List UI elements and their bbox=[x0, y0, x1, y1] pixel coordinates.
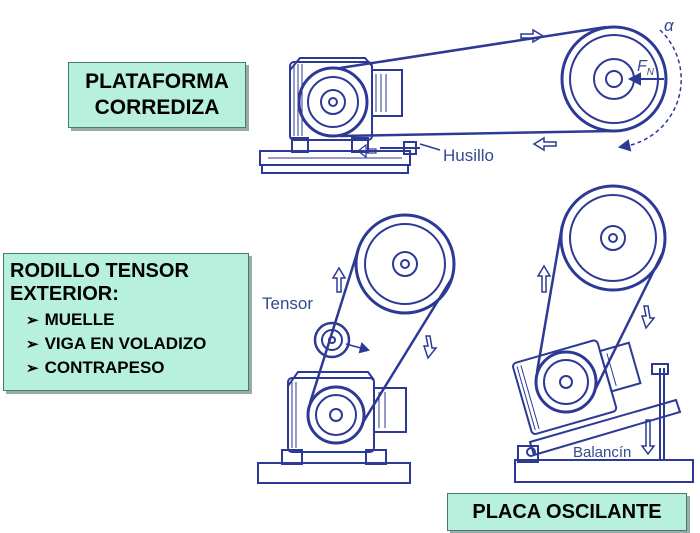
list-item: VIGA EN VOLADIZO bbox=[26, 332, 248, 356]
sliding-platform-box: PLATAFORMA CORREDIZA bbox=[68, 62, 246, 128]
sliding-platform-drive bbox=[259, 25, 682, 174]
list-item: CONTRAPESO bbox=[26, 356, 248, 380]
force-subscript: N bbox=[646, 67, 655, 79]
tensioner-title-line2: EXTERIOR: bbox=[10, 283, 119, 305]
force-symbol: F bbox=[637, 58, 647, 75]
husillo-label: Husillo bbox=[443, 146, 495, 165]
list-item: MUELLE bbox=[26, 308, 248, 332]
oscillating-plate-title: PLACA OSCILANTE bbox=[472, 501, 662, 523]
oscillating-plate-drive bbox=[512, 184, 694, 483]
alpha-label: α bbox=[664, 16, 674, 35]
tensioner-options-list: MUELLE VIGA EN VOLADIZO CONTRAPESO bbox=[26, 308, 248, 380]
external-tensioner-box: RODILLO TENSOR EXTERIOR: MUELLE VIGA EN … bbox=[3, 253, 249, 391]
tensioner-title-line1: RODILLO TENSOR bbox=[10, 260, 189, 282]
sliding-platform-title-line2: CORREDIZA bbox=[94, 96, 220, 119]
force-label: FN bbox=[637, 58, 654, 78]
sliding-platform-title-line1: PLATAFORMA bbox=[85, 70, 229, 93]
tensioner-drive bbox=[257, 213, 456, 484]
oscillating-plate-box: PLACA OSCILANTE bbox=[447, 493, 687, 531]
balancin-label: Balancín bbox=[573, 444, 632, 461]
tensor-label: Tensor bbox=[262, 294, 314, 313]
